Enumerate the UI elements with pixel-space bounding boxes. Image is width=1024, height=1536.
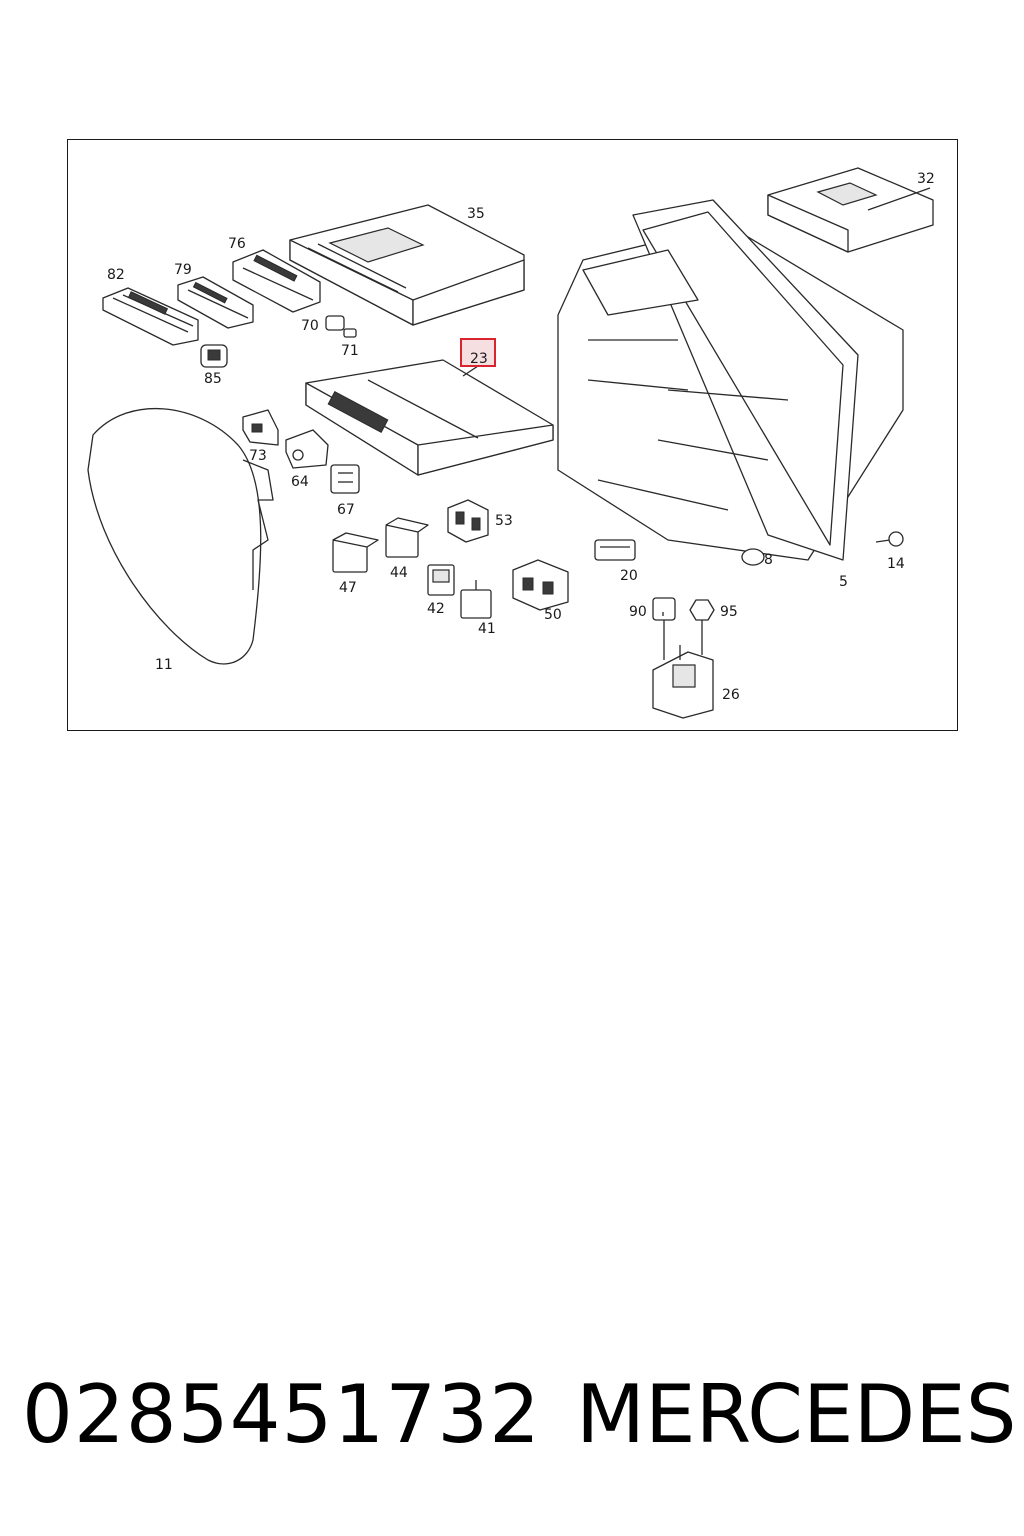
callout-53: 53 bbox=[495, 513, 513, 529]
part-35-control-unit[interactable] bbox=[289, 204, 525, 326]
part-20-block[interactable] bbox=[594, 539, 636, 561]
part-90-connector[interactable] bbox=[652, 597, 676, 660]
callout-82: 82 bbox=[107, 267, 125, 283]
callout-47: 47 bbox=[339, 580, 357, 596]
callout-26: 26 bbox=[722, 687, 740, 703]
part-44-relay[interactable] bbox=[385, 517, 429, 558]
part-73-bracket[interactable] bbox=[242, 409, 279, 446]
callout-14: 14 bbox=[887, 556, 905, 572]
callout-35: 35 bbox=[467, 206, 485, 222]
callout-20: 20 bbox=[620, 568, 638, 584]
part-number: 0285451732 bbox=[22, 1368, 541, 1461]
part-85-socket[interactable] bbox=[200, 344, 228, 368]
leader-lines bbox=[462, 365, 664, 616]
callout-85: 85 bbox=[204, 371, 222, 387]
caption-bar: 0285451732 MERCEDES bbox=[0, 1365, 1024, 1475]
parts-diagram: 35 32 76 82 79 70 71 85 23 73 64 67 53 4… bbox=[67, 139, 958, 731]
callout-5: 5 bbox=[839, 574, 848, 590]
callout-8: 8 bbox=[764, 552, 773, 568]
part-95-nut[interactable] bbox=[689, 599, 715, 655]
callout-64: 64 bbox=[291, 474, 309, 490]
part-41-relay[interactable] bbox=[460, 580, 492, 619]
part-42-relay[interactable] bbox=[427, 564, 455, 596]
part-64-holder[interactable] bbox=[285, 429, 329, 469]
callout-79: 79 bbox=[174, 262, 192, 278]
callout-76: 76 bbox=[228, 236, 246, 252]
callout-41: 41 bbox=[478, 621, 496, 637]
part-5-housing[interactable] bbox=[557, 199, 904, 561]
part-14-screw[interactable] bbox=[875, 531, 904, 547]
callout-70: 70 bbox=[301, 318, 319, 334]
part-82-connector[interactable] bbox=[102, 287, 199, 346]
part-23-control-unit[interactable] bbox=[305, 359, 554, 476]
part-11-cover[interactable] bbox=[87, 407, 274, 665]
callout-71: 71 bbox=[341, 343, 359, 359]
part-50-relay-socket[interactable] bbox=[512, 559, 569, 611]
callout-32: 32 bbox=[917, 171, 935, 187]
part-70-clip[interactable] bbox=[325, 315, 345, 331]
part-79-connector[interactable] bbox=[177, 276, 254, 329]
part-47-relay[interactable] bbox=[332, 532, 379, 573]
part-71-clip[interactable] bbox=[343, 328, 357, 338]
part-32-module[interactable] bbox=[767, 167, 934, 253]
part-53-relay-block[interactable] bbox=[447, 499, 489, 543]
callout-67: 67 bbox=[337, 502, 355, 518]
part-67-connector[interactable] bbox=[330, 464, 360, 494]
part-76-connector[interactable] bbox=[232, 249, 321, 313]
callout-23: 23 bbox=[470, 351, 488, 367]
callout-11: 11 bbox=[155, 657, 173, 673]
callout-90: 90 bbox=[629, 604, 647, 620]
brand-name: MERCEDES bbox=[576, 1368, 1017, 1461]
exploded-view: 35 32 76 82 79 70 71 85 23 73 64 67 53 4… bbox=[87, 167, 935, 719]
callout-73: 73 bbox=[249, 448, 267, 464]
callout-50: 50 bbox=[544, 607, 562, 623]
callout-44: 44 bbox=[390, 565, 408, 581]
part-26-bracket[interactable] bbox=[652, 645, 714, 719]
callout-42: 42 bbox=[427, 601, 445, 617]
callout-95: 95 bbox=[720, 604, 738, 620]
callout-23-highlight bbox=[460, 338, 496, 367]
part-8-grommet[interactable] bbox=[741, 548, 765, 566]
